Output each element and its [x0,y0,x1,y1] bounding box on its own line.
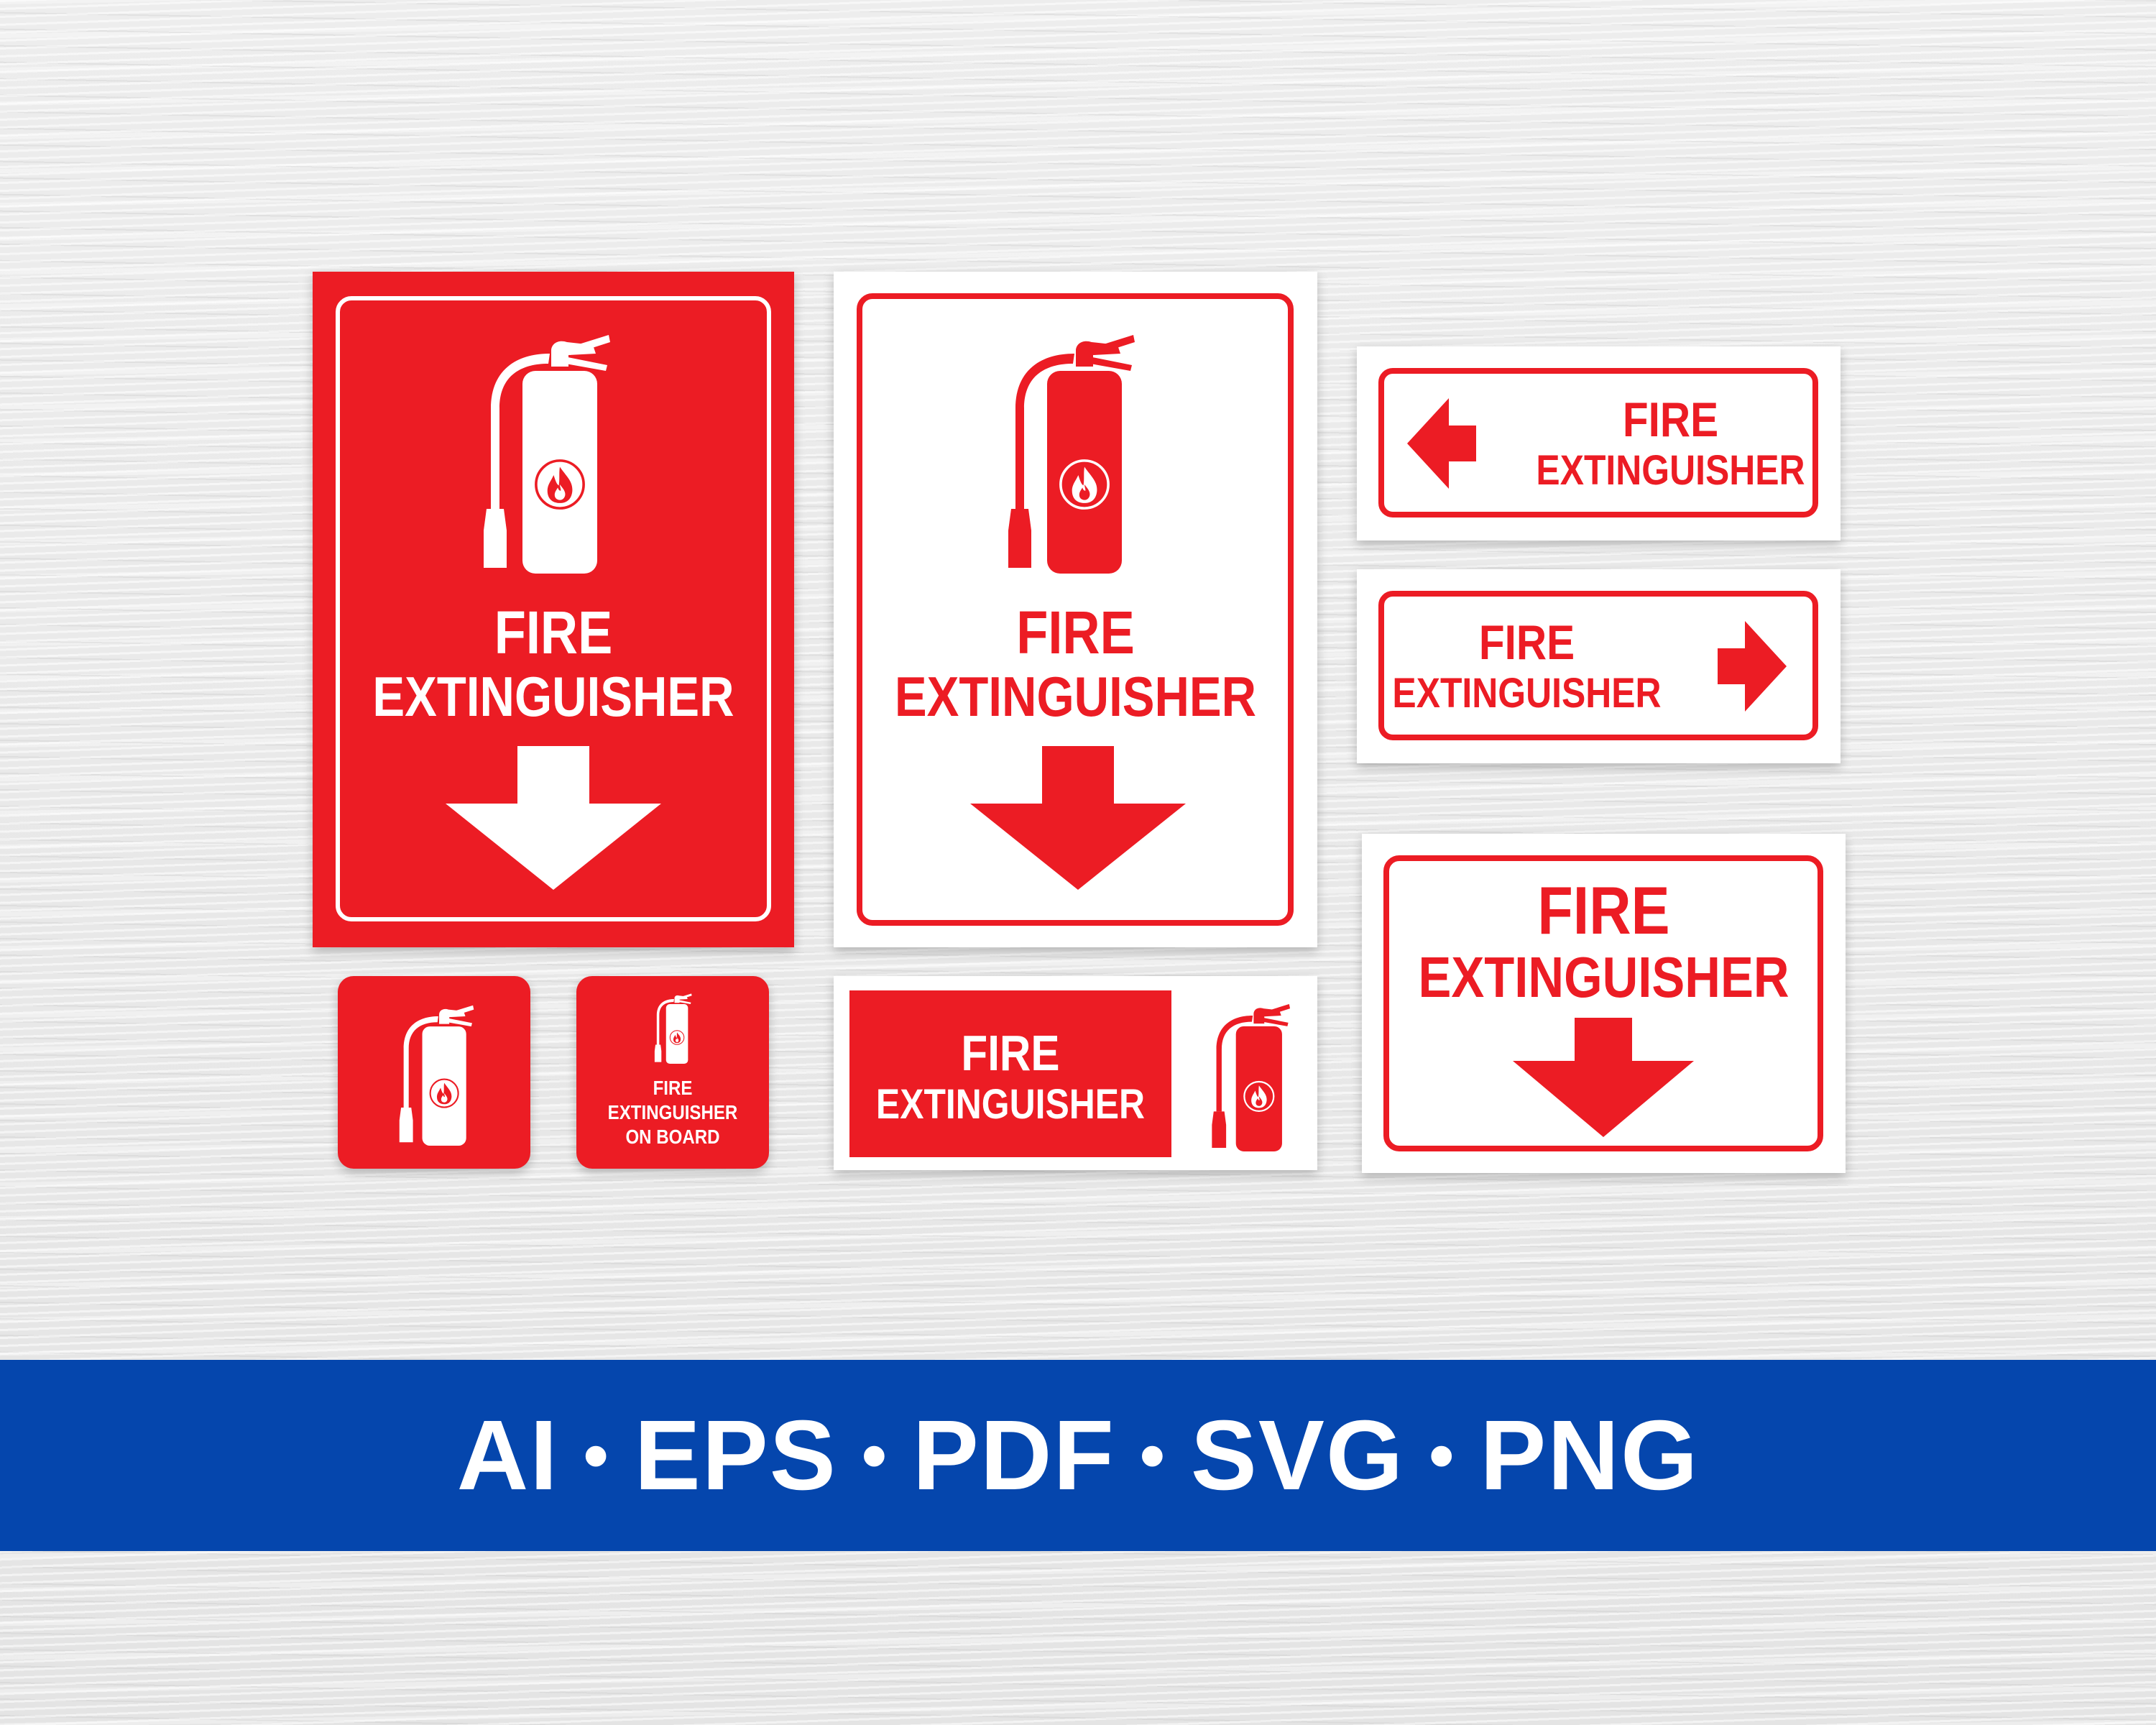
format-separator: • [861,1414,888,1496]
fire-extinguisher-icon [650,992,694,1064]
format-pdf: PDF [912,1399,1115,1511]
format-ai: AI [456,1399,559,1511]
formats-list: AI • EPS • PDF • SVG • PNG [0,1360,2156,1551]
arrow-down-icon [1513,1018,1694,1137]
sign-title-line2: EXTINGUISHER [607,1101,738,1123]
sign-red-portrait-down-arrow: FIRE EXTINGUISHER [313,272,794,947]
sign-landscape-down-arrow: FIRE EXTINGUISHER [1362,834,1846,1173]
sign-border [857,293,1294,926]
arrow-right-icon [1718,621,1787,712]
sign-right-arrow: FIRE EXTINGUISHER [1357,569,1841,763]
sign-title-line2: EXTINGUISHER [894,665,1257,728]
sign-title-line2: EXTINGUISHER [1418,945,1789,1009]
sign-title-line2: EXTINGUISHER [875,1081,1146,1128]
sign-title-line1: FIRE [1478,615,1575,670]
format-png: PNG [1480,1399,1700,1511]
arrow-down-icon [446,746,661,890]
format-eps: EPS [634,1399,837,1511]
sign-title-line1: FIRE [653,1077,693,1099]
sign-white-portrait-down-arrow: FIRE EXTINGUISHER [834,272,1317,947]
red-text-block: FIRE EXTINGUISHER [849,990,1171,1157]
formats-banner: AI • EPS • PDF • SVG • PNG [0,1360,2156,1551]
sign-left-arrow: FIRE EXTINGUISHER [1357,346,1841,540]
fire-extinguisher-icon [985,329,1150,574]
sign-red-square-icon [338,976,530,1169]
sign-border [1383,855,1823,1151]
sign-border [1378,591,1818,740]
sign-border [336,296,771,921]
sign-title-line1: FIRE [1622,392,1719,447]
fire-extinguisher-icon [1200,1000,1296,1151]
sign-title-line2: EXTINGUISHER [1392,670,1662,717]
fire-extinguisher-icon [388,1002,480,1146]
format-separator: • [583,1414,610,1496]
sign-title-line1: FIRE [961,1025,1060,1081]
sign-title-line1: FIRE [1537,873,1670,948]
arrow-left-icon [1407,398,1476,489]
fire-extinguisher-icon [460,329,625,574]
format-svg: SVG [1190,1399,1405,1511]
format-separator: • [1139,1414,1166,1496]
arrow-down-icon [970,746,1186,890]
sign-title-line2: EXTINGUISHER [1536,447,1805,494]
sign-title-line1: FIRE [494,599,613,666]
sign-border [1378,368,1818,518]
format-separator: • [1429,1414,1456,1496]
sign-title-line1: FIRE [1016,599,1135,666]
sign-title-line2: EXTINGUISHER [372,665,734,728]
sign-white-landscape-text-block: FIRE EXTINGUISHER [834,976,1317,1170]
sign-red-square-on-board: FIRE EXTINGUISHER ON BOARD [576,976,769,1169]
sign-title-line3: ON BOARD [625,1126,720,1148]
